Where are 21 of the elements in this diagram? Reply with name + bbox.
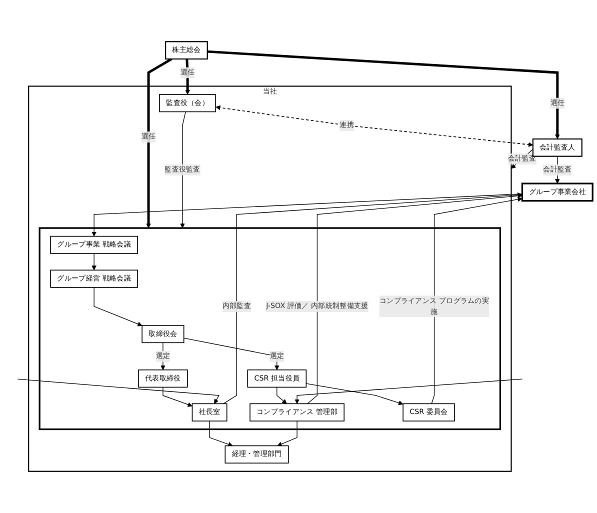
arrow bbox=[307, 193, 522, 404]
cluster bbox=[38, 227, 502, 430]
arrow bbox=[306, 383, 404, 406]
arrow bbox=[431, 196, 522, 404]
arrow bbox=[184, 338, 280, 370]
arrow bbox=[294, 378, 523, 404]
arrow bbox=[162, 386, 192, 407]
arrow bbox=[92, 194, 523, 237]
arrow bbox=[92, 253, 96, 270]
arrow bbox=[180, 111, 186, 228]
arrow bbox=[223, 192, 522, 404]
arrow bbox=[277, 420, 298, 446]
arrow bbox=[216, 105, 534, 147]
arrow bbox=[160, 342, 166, 370]
arrow bbox=[146, 58, 172, 228]
arrow bbox=[94, 287, 142, 326]
arrow bbox=[185, 58, 190, 95]
arrow bbox=[207, 50, 560, 140]
arrow bbox=[17, 378, 220, 404]
arrow bbox=[209, 420, 233, 447]
arrow bbox=[276, 386, 287, 404]
